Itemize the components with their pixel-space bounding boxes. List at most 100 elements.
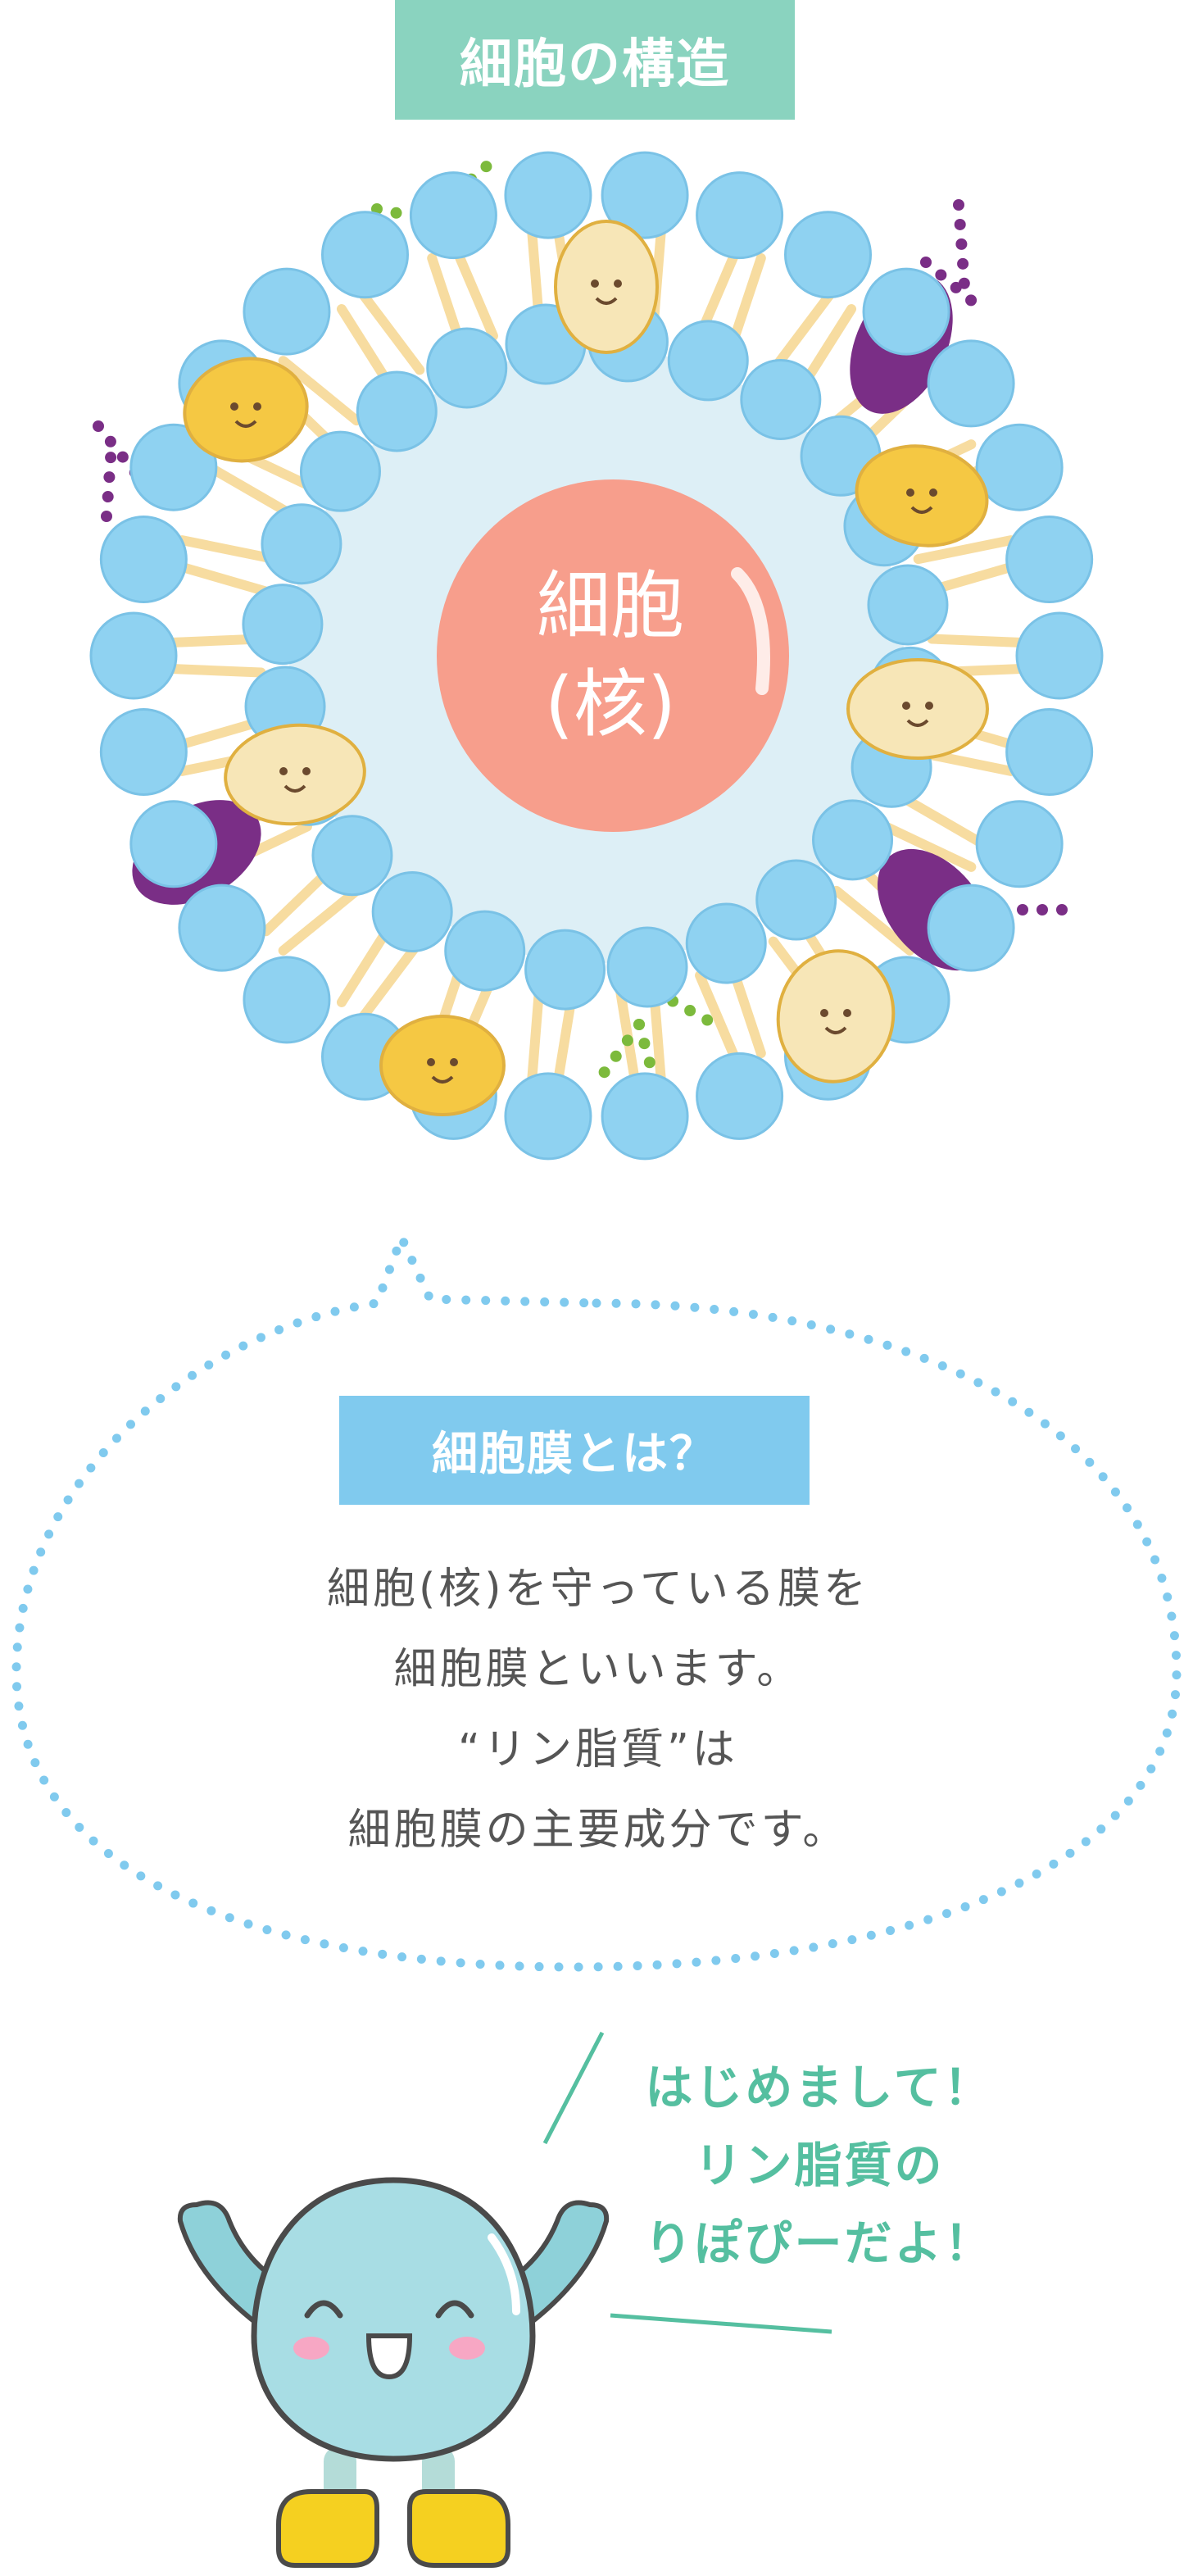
inner-head bbox=[242, 584, 324, 666]
lipid-tail bbox=[768, 289, 836, 375]
glyco-dot bbox=[1056, 904, 1068, 915]
membrane-heading: 細胞膜とは？ bbox=[339, 1396, 810, 1505]
lipid-tail bbox=[170, 560, 272, 597]
membrane-protein bbox=[776, 949, 896, 1084]
character-greeting: はじめまして！ リン脂質の りぽぴーだよ！ bbox=[615, 2049, 1024, 2283]
membrane-protein bbox=[554, 220, 659, 354]
glyco-dot bbox=[638, 1038, 651, 1050]
body-highlight bbox=[488, 2233, 520, 2315]
outer-head bbox=[243, 956, 331, 1044]
membrane-heading-text: 細胞膜とは？ bbox=[432, 1428, 717, 1481]
page-title: 細胞の構造 bbox=[460, 34, 730, 95]
lipid-tail bbox=[831, 885, 915, 956]
protein-eye bbox=[302, 767, 311, 775]
lipid-tail bbox=[451, 243, 498, 341]
glyco-dot bbox=[1037, 904, 1048, 915]
protein-mouth bbox=[910, 506, 933, 514]
membrane-protein bbox=[855, 444, 989, 547]
inner-head bbox=[755, 859, 837, 941]
glyco-dot bbox=[480, 161, 492, 173]
inner-head bbox=[311, 815, 393, 897]
protein-eye bbox=[614, 279, 622, 288]
right-cheek bbox=[449, 2337, 485, 2360]
inner-head bbox=[371, 871, 453, 953]
lipid-tail bbox=[527, 982, 545, 1087]
protein-eye bbox=[591, 279, 599, 288]
left-cheek bbox=[293, 2337, 329, 2360]
glyco-dot bbox=[103, 471, 116, 484]
glyco-dot bbox=[101, 511, 112, 522]
protein-mouth bbox=[595, 297, 618, 305]
glyco-dot bbox=[105, 452, 117, 464]
glyco-dot bbox=[955, 238, 968, 250]
outer-head bbox=[129, 423, 218, 511]
right-eye bbox=[435, 2300, 474, 2319]
lipid-tail bbox=[177, 535, 280, 565]
inner-head bbox=[426, 327, 508, 409]
inner-head bbox=[867, 564, 949, 646]
glyco-dot bbox=[953, 199, 964, 211]
inner-head bbox=[444, 910, 526, 992]
lipid-tail bbox=[357, 289, 425, 375]
outer-head bbox=[1005, 707, 1094, 796]
protein-mouth bbox=[234, 420, 257, 428]
outer-head bbox=[321, 211, 409, 299]
protein-eye bbox=[279, 767, 288, 775]
description-line: 細胞膜の主要成分です。 bbox=[347, 1806, 849, 1855]
membrane-protein bbox=[183, 357, 309, 463]
inner-head bbox=[356, 370, 438, 452]
protein-eye bbox=[843, 1009, 851, 1017]
outer-head bbox=[601, 1072, 689, 1161]
protein-eye bbox=[929, 488, 937, 497]
description-line: “リン脂質”は bbox=[458, 1725, 738, 1774]
nucleus bbox=[437, 479, 789, 832]
outer-head bbox=[784, 211, 872, 299]
greeting-line: りぽぴーだよ！ bbox=[644, 2215, 995, 2271]
lipid-tail bbox=[205, 462, 297, 520]
outer-head bbox=[129, 800, 218, 888]
lipid-tail bbox=[278, 356, 362, 426]
glyco-dot bbox=[920, 257, 932, 268]
outer-head bbox=[696, 1052, 784, 1140]
speech-line-bottom bbox=[610, 2313, 832, 2334]
title-badge: 細胞の構造 bbox=[395, 0, 795, 120]
glyco-dot bbox=[701, 1014, 714, 1026]
outer-head bbox=[975, 800, 1064, 888]
glyco-dot bbox=[390, 207, 402, 219]
glyco-dot bbox=[116, 451, 129, 463]
outer-head bbox=[927, 339, 1015, 428]
lipid-tail bbox=[357, 936, 425, 1022]
lipid-tail bbox=[278, 885, 362, 956]
protein-mouth bbox=[906, 719, 929, 727]
outer-head bbox=[601, 151, 689, 239]
nucleus-highlight bbox=[731, 567, 770, 695]
lipid-tail bbox=[881, 821, 977, 872]
outer-head bbox=[1015, 611, 1104, 700]
glyco-dot bbox=[1017, 904, 1028, 915]
glyco-dot bbox=[950, 281, 962, 293]
greeting-line: はじめまして！ bbox=[645, 2060, 994, 2115]
glyco-dot bbox=[104, 435, 116, 448]
protein-eye bbox=[820, 1009, 828, 1017]
protein-mouth bbox=[284, 784, 306, 793]
protein-eye bbox=[902, 702, 910, 710]
lipid-tail bbox=[695, 970, 742, 1068]
description-line: 細胞膜といいます。 bbox=[393, 1645, 803, 1694]
membrane-protein bbox=[224, 723, 366, 826]
inner-head bbox=[299, 430, 381, 512]
glyco-dot bbox=[610, 1050, 622, 1062]
glyco-dot bbox=[93, 420, 104, 432]
speech-bubble-outline bbox=[11, 1225, 1182, 1972]
cell-diagram bbox=[89, 151, 1104, 1161]
outer-head bbox=[89, 611, 178, 700]
outer-head bbox=[178, 884, 266, 972]
lipid-tail bbox=[927, 634, 1032, 648]
outer-head bbox=[409, 171, 497, 260]
protein-eye bbox=[253, 402, 261, 411]
lipopy-character bbox=[177, 2031, 832, 2568]
inner-head bbox=[524, 929, 606, 1011]
protein-eye bbox=[906, 488, 914, 497]
protein-eye bbox=[230, 402, 238, 411]
greeting-line: リン脂質の bbox=[694, 2138, 945, 2193]
membrane-protein bbox=[379, 1015, 506, 1116]
